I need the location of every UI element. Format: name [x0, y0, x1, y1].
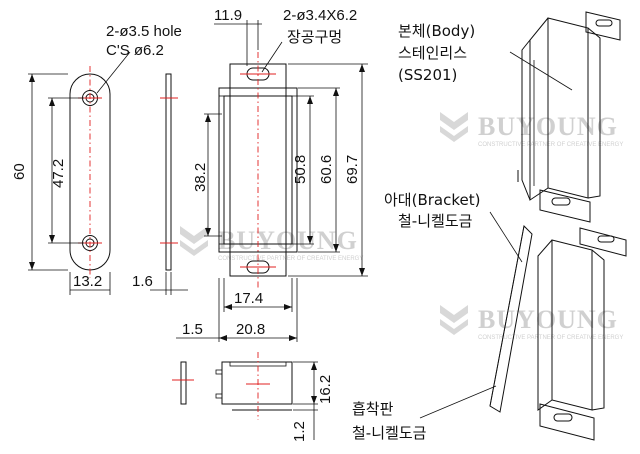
dim-38-2: 38.2 — [192, 113, 222, 237]
dim-20-8: 20.8 1.5 — [176, 278, 298, 342]
dim-60: 60 — [11, 73, 68, 271]
dim-69-7: 69.7 — [288, 63, 368, 277]
plate-note-line1: 흡착판 — [352, 400, 394, 418]
dim-16-2-label: 16.2 — [317, 375, 334, 404]
slot-note-line1: 2-ø3.4X6.2 — [283, 7, 357, 24]
dim-1-6-label: 1.6 — [132, 273, 153, 290]
dim-1-2: 1.2 — [291, 404, 318, 442]
iso-bracket — [537, 227, 627, 441]
watermark-brand: BUYOUNG — [478, 112, 618, 141]
watermark-tagline: CONSTRUCTIVE PARTNER OF CREATIVE ENERGY — [478, 142, 623, 148]
dim-11-9-label: 11.9 — [214, 7, 242, 24]
watermark-center: BUYOUNG CONSTRUCTIVE PARTNER OF CREATIVE… — [180, 226, 363, 262]
bracket-note-line2: 철-니켈도금 — [398, 212, 473, 230]
dim-11-9: 11.9 — [214, 7, 262, 66]
body-note-line3: (SS201) — [398, 66, 457, 84]
dim-50-8-label: 50.8 — [292, 155, 309, 184]
dim-16-2: 16.2 — [293, 361, 334, 405]
hole-note-line1: 2-ø3.5 hole — [106, 23, 182, 40]
dim-1-5-label: 1.5 — [182, 321, 203, 338]
watermark-tagline: CONSTRUCTIVE PARTNER OF CREATIVE ENERGY — [218, 256, 363, 262]
hole-note-line2: C'S ø6.2 — [106, 42, 164, 59]
dim-17-4: 17.4 — [223, 278, 293, 312]
body-bottom-view — [215, 352, 293, 420]
bracket-note-line1: 아대(Bracket) — [384, 191, 480, 209]
slot-note-line2: 장공구멍 — [287, 28, 342, 46]
dim-13-2-label: 13.2 — [73, 273, 102, 290]
body-leader — [509, 51, 573, 91]
plate-leader — [419, 385, 497, 419]
slot-leader — [261, 41, 283, 73]
dim-20-8-label: 20.8 — [236, 321, 265, 338]
watermark-right-bottom: BUYOUNG CONSTRUCTIVE PARTNER OF CREATIVE… — [440, 305, 623, 341]
hole-leader — [96, 51, 131, 94]
dim-47-2: 47.2 — [48, 97, 84, 244]
dim-60-label: 60 — [11, 163, 28, 180]
bracket-leader — [489, 211, 523, 263]
dim-50-8: 50.8 — [292, 95, 314, 245]
dim-69-7-label: 69.7 — [344, 155, 361, 184]
dim-38-2-label: 38.2 — [192, 163, 209, 192]
dim-60-6: 60.6 — [298, 87, 340, 253]
body-note-line2: 스테인리스 — [398, 44, 467, 62]
body-note-line1: 본체(Body) — [398, 22, 475, 40]
dim-47-2-label: 47.2 — [50, 159, 67, 188]
watermark-right-top: BUYOUNG CONSTRUCTIVE PARTNER OF CREATIVE… — [440, 112, 623, 148]
body-front-view — [218, 52, 298, 290]
watermark-tagline: CONSTRUCTIVE PARTNER OF CREATIVE ENERGY — [478, 335, 623, 341]
dim-1-2-label: 1.2 — [291, 421, 308, 442]
plate-note-line2: 철-니켈도금 — [352, 424, 427, 442]
dim-13-2: 13.2 — [69, 272, 111, 295]
strike-plate-side-view: 1.6 — [132, 73, 188, 295]
iso-body — [517, 11, 621, 223]
watermark-brand: BUYOUNG — [478, 305, 618, 334]
strike-plate-bottom-view — [172, 361, 194, 405]
dim-17-4-label: 17.4 — [234, 290, 263, 307]
watermark-brand: BUYOUNG — [218, 226, 358, 255]
dim-60-6-label: 60.6 — [318, 155, 335, 184]
